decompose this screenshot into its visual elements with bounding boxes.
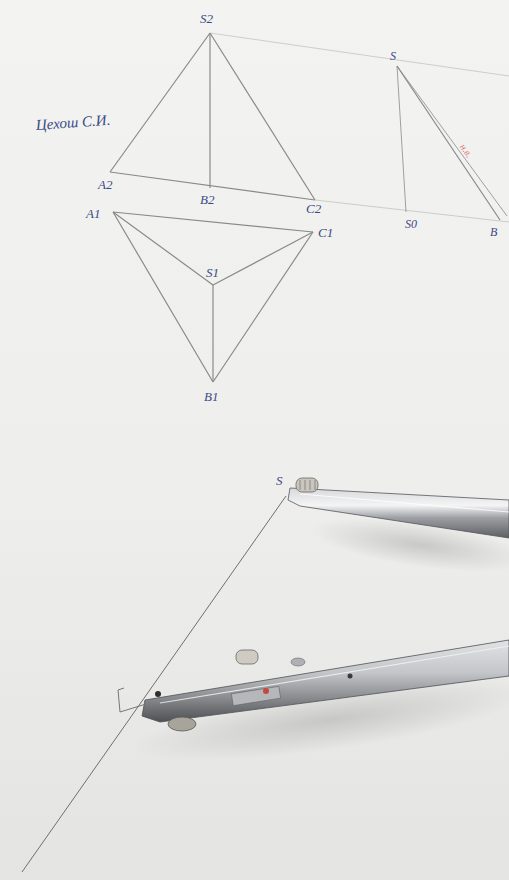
point-label: B2	[200, 193, 214, 206]
point-label: S0	[405, 218, 417, 230]
point-label: B	[490, 226, 497, 238]
point-label: B1	[204, 390, 218, 403]
point-label: S2	[200, 12, 213, 25]
point-label: A2	[98, 178, 112, 191]
point-label: S	[276, 474, 283, 487]
true-size-note: н.в.	[458, 142, 474, 159]
author-signature: Цехош С.И.	[35, 113, 110, 133]
point-label: A1	[86, 207, 100, 220]
point-label: S	[390, 50, 396, 62]
point-label: C1	[318, 226, 333, 239]
point-label: S1	[206, 266, 219, 279]
divider-compass	[118, 478, 509, 778]
point-label: C2	[306, 202, 321, 215]
